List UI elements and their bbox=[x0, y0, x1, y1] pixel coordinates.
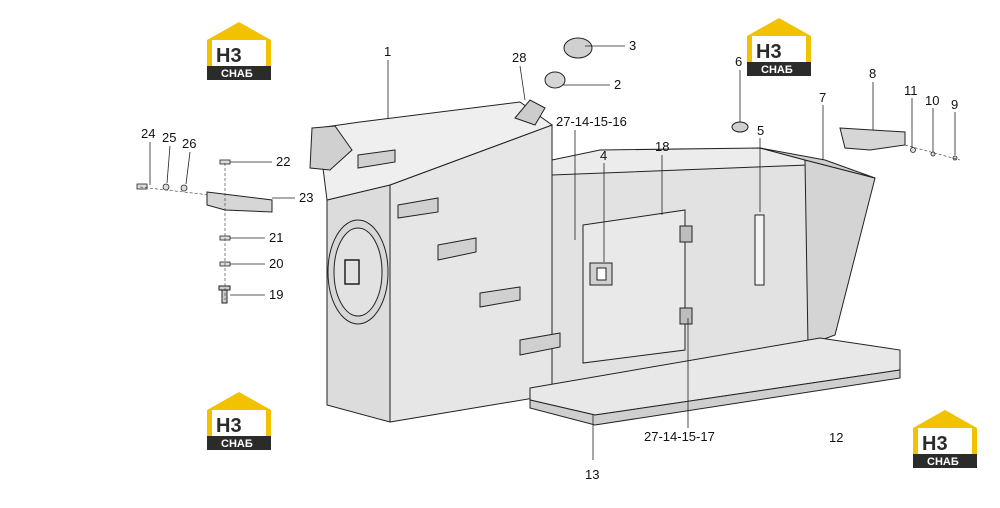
door-hinge-upper bbox=[679, 225, 693, 243]
callout-21: 21 bbox=[269, 230, 283, 245]
callout-20: 20 bbox=[269, 256, 283, 271]
right-bracket bbox=[839, 127, 906, 151]
top-bracket bbox=[309, 125, 353, 171]
callout-10: 10 bbox=[925, 93, 939, 108]
logo-bottom-left: H3 СНАБ bbox=[207, 392, 271, 450]
callout-3: 3 bbox=[629, 38, 636, 53]
callout-ref-a: 27-14-15-16 bbox=[556, 114, 627, 129]
callout-9: 9 bbox=[951, 97, 958, 112]
callout-19: 19 bbox=[269, 287, 283, 302]
callout-1: 1 bbox=[384, 44, 391, 59]
callout-24: 24 bbox=[141, 126, 155, 141]
filler-cap bbox=[563, 37, 593, 59]
callout-23: 23 bbox=[299, 190, 313, 205]
logo-mark: H3 bbox=[756, 41, 782, 63]
callout-13: 13 bbox=[585, 467, 599, 482]
logo-caption: СНАБ bbox=[221, 68, 253, 80]
tank-top bbox=[317, 101, 554, 201]
washer-11 bbox=[910, 147, 916, 153]
left-bracket bbox=[206, 191, 273, 213]
axis-lines bbox=[139, 144, 961, 300]
logo-mark: H3 bbox=[216, 415, 242, 437]
leader-lines bbox=[149, 45, 956, 460]
washer-26 bbox=[180, 184, 188, 192]
callout-28: 28 bbox=[512, 50, 526, 65]
logo-top-left: H3 СНАБ bbox=[207, 22, 271, 80]
logo-caption: СНАБ bbox=[761, 64, 793, 76]
right-sloped-plate bbox=[804, 159, 876, 346]
logo-mark: H3 bbox=[216, 45, 242, 67]
logo-caption: СНАБ bbox=[927, 456, 959, 468]
mount-tab-2 bbox=[397, 197, 439, 219]
washer-10 bbox=[930, 151, 936, 157]
callout-22: 22 bbox=[276, 154, 290, 169]
right-top-ledge bbox=[759, 147, 876, 179]
callout-labels: 1 28 3 2 27-14-15-16 4 18 6 5 7 8 11 10 … bbox=[141, 38, 958, 482]
logo-top-right: H3 СНАБ bbox=[747, 18, 811, 76]
callout-18: 18 bbox=[655, 139, 669, 154]
logo-bottom-right: H3 СНАБ bbox=[913, 410, 977, 468]
mount-tab-1 bbox=[357, 149, 396, 169]
washer-25 bbox=[162, 183, 170, 191]
callout-12: 12 bbox=[829, 430, 843, 445]
callout-11: 11 bbox=[904, 83, 918, 98]
filler-neck bbox=[514, 99, 546, 126]
callout-7: 7 bbox=[819, 90, 826, 105]
callout-2: 2 bbox=[614, 77, 621, 92]
logo-mark: H3 bbox=[922, 433, 948, 455]
callout-8: 8 bbox=[869, 66, 876, 81]
callout-ref-b: 27-14-15-17 bbox=[644, 429, 715, 444]
filler-cap-ring bbox=[544, 71, 566, 89]
callout-25: 25 bbox=[162, 130, 176, 145]
mount-tab-5 bbox=[519, 332, 561, 356]
bolt-24 bbox=[136, 183, 148, 190]
mount-tab-4 bbox=[479, 286, 521, 308]
door-hinge-lower bbox=[679, 307, 693, 325]
mount-tab-3 bbox=[437, 237, 477, 261]
logo-caption: СНАБ bbox=[221, 438, 253, 450]
vent-cap bbox=[731, 121, 749, 133]
callout-5: 5 bbox=[757, 123, 764, 138]
tank-assembly bbox=[206, 37, 906, 426]
callout-4: 4 bbox=[600, 148, 607, 163]
level-gauge bbox=[754, 214, 765, 286]
callout-26: 26 bbox=[182, 136, 196, 151]
step-platform-front bbox=[529, 369, 901, 426]
access-door bbox=[582, 209, 686, 364]
callout-6: 6 bbox=[735, 54, 742, 69]
